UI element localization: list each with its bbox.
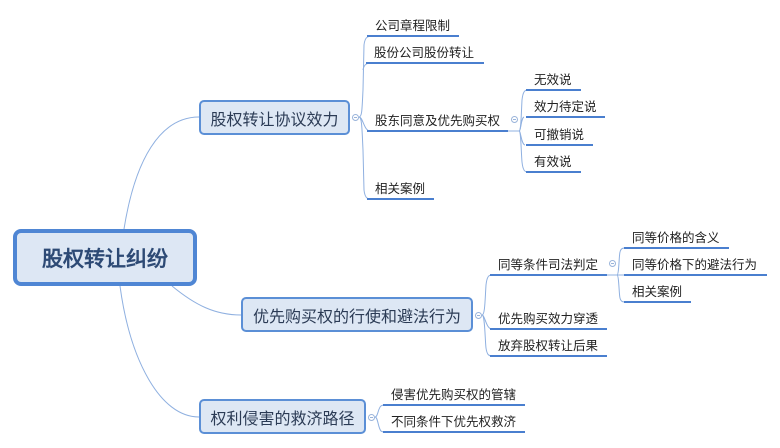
subtopic[interactable]: 同等条件司法判定 bbox=[490, 256, 607, 276]
subtopic[interactable]: 同等价格下的避法行为 bbox=[624, 256, 767, 276]
subtopic[interactable]: 放弃股权转让后果 bbox=[490, 337, 607, 357]
root-topic-label: 股权转让纠纷 bbox=[42, 246, 168, 271]
branch-topic[interactable]: 优先购买权的行使和避法行为 bbox=[241, 297, 473, 332]
branch-topic[interactable]: 股权转让协议效力 bbox=[199, 100, 350, 135]
subtopic[interactable]: 相关案例 bbox=[367, 180, 434, 200]
subtopic[interactable]: 同等价格的含义 bbox=[624, 229, 729, 249]
subtopic[interactable]: 不同条件下优先权救济 bbox=[383, 413, 525, 433]
collapse-toggle-icon[interactable] bbox=[475, 312, 482, 319]
root-topic[interactable]: 股权转让纠纷 bbox=[13, 229, 197, 286]
connector-root-branch2 bbox=[171, 285, 242, 316]
subtopic[interactable]: 优先购买效力穿透 bbox=[490, 310, 607, 330]
subtopic[interactable]: 有效说 bbox=[526, 153, 581, 173]
branch-topic-label: 权利侵害的救济路径 bbox=[210, 408, 355, 428]
branch-topic-label: 优先购买权的行使和避法行为 bbox=[252, 306, 461, 326]
collapse-toggle-icon[interactable] bbox=[368, 414, 375, 421]
subtopic[interactable]: 股东同意及优先购买权 bbox=[367, 112, 508, 132]
collapse-toggle-icon[interactable] bbox=[511, 116, 518, 123]
subtopic[interactable]: 相关案例 bbox=[624, 283, 691, 303]
connector-root-branch3 bbox=[119, 285, 200, 418]
subtopic[interactable]: 效力待定说 bbox=[526, 98, 605, 118]
subtopic[interactable]: 可撤销说 bbox=[526, 126, 593, 146]
subtopic[interactable]: 股份公司股份转让 bbox=[366, 44, 484, 64]
subtopic[interactable]: 公司章程限制 bbox=[367, 17, 459, 37]
branch-topic-label: 股权转让协议效力 bbox=[210, 109, 339, 129]
connector-root-branch1 bbox=[123, 116, 200, 230]
collapse-toggle-icon[interactable] bbox=[352, 114, 359, 121]
subtopic[interactable]: 侵害优先购买权的管辖 bbox=[383, 386, 525, 406]
collapse-toggle-icon[interactable] bbox=[609, 260, 616, 267]
subtopic[interactable]: 无效说 bbox=[526, 71, 581, 91]
branch-topic[interactable]: 权利侵害的救济路径 bbox=[199, 399, 366, 434]
